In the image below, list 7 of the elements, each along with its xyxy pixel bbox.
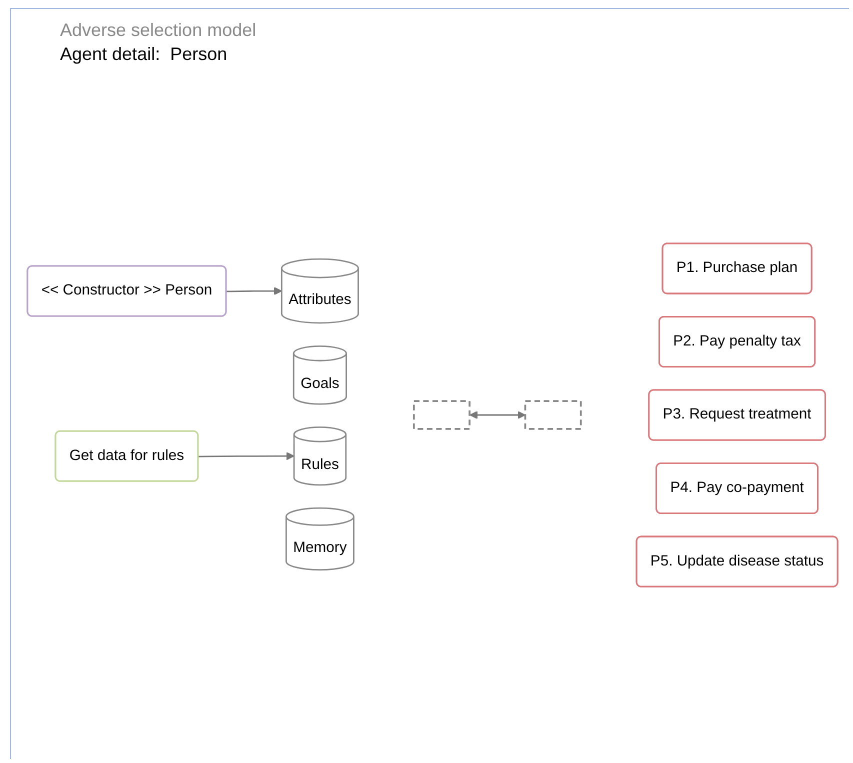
arrow <box>198 452 294 460</box>
subtitle-label: Agent detail: Person <box>60 44 228 65</box>
arrow <box>470 410 526 420</box>
arrow <box>226 286 282 296</box>
diagram-title: Adverse selection model <box>60 20 256 41</box>
node-bar <box>412 400 470 430</box>
node-bar <box>524 400 582 430</box>
